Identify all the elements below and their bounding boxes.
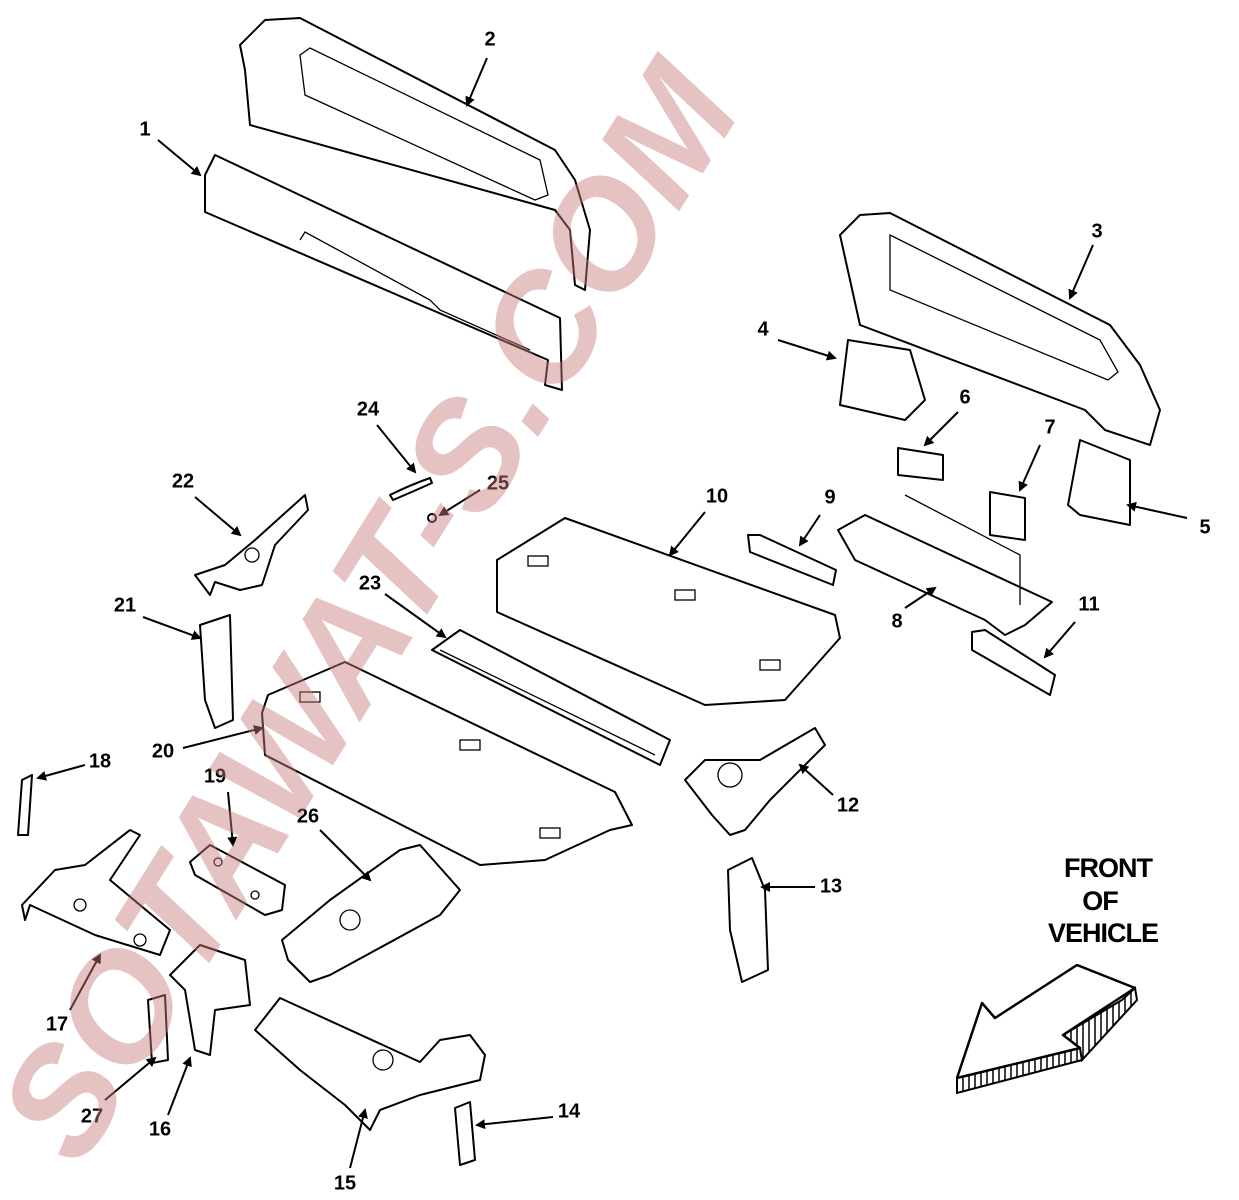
part-26-housing (281, 844, 461, 983)
part-2-side-panel (239, 17, 591, 291)
part-14-channel (454, 1101, 476, 1166)
part-15-sill (254, 997, 486, 1131)
callout-9: 9 (824, 486, 835, 508)
part-4-bracket (839, 339, 926, 421)
callout-13: 13 (820, 875, 842, 897)
callout-15: 15 (334, 1172, 356, 1194)
part-22-bracket (194, 494, 309, 596)
callout-6: 6 (959, 386, 970, 408)
front-direction-arrow-icon (955, 963, 1139, 1095)
callout-14: 14 (558, 1100, 581, 1122)
callout-23: 23 (359, 572, 381, 594)
callout-24: 24 (357, 398, 380, 420)
callout-2: 2 (484, 28, 495, 50)
callout-19: 19 (204, 765, 226, 787)
part-9-strip (747, 534, 837, 586)
part-6-pad (897, 447, 944, 481)
callout-22: 22 (172, 470, 194, 492)
callout-20: 20 (152, 740, 174, 762)
part-19-plate (189, 844, 286, 916)
callout-10: 10 (706, 485, 728, 507)
part-18-strip (17, 774, 33, 836)
callout-8: 8 (891, 610, 902, 632)
part-27-channel (147, 994, 169, 1064)
callout-18: 18 (89, 750, 111, 772)
part-25-clip (427, 513, 437, 523)
part-24-handle (389, 477, 433, 501)
leader-lines (36, 57, 1188, 1169)
callout-17: 17 (46, 1013, 68, 1035)
part-23-trim-strip (431, 629, 671, 766)
front-label-line2: OF (1082, 886, 1118, 916)
part-10-floor-panel (496, 517, 841, 706)
part-1-rear-panel (204, 154, 563, 391)
callout-26: 26 (297, 805, 319, 827)
part-16-bracket (169, 944, 251, 1056)
callout-4: 4 (757, 318, 769, 340)
front-label-line1: FRONT (1064, 853, 1153, 883)
callout-7: 7 (1044, 416, 1055, 438)
callout-25: 25 (487, 472, 509, 494)
part-7-pad (989, 491, 1026, 541)
front-label-line3: VEHICLE (1048, 918, 1158, 948)
part-12-bracket (684, 727, 826, 836)
callout-16: 16 (149, 1118, 171, 1140)
callout-27: 27 (81, 1105, 103, 1127)
part-3-side-panel (839, 212, 1161, 446)
callout-12: 12 (837, 794, 859, 816)
part-8-panel (837, 494, 1053, 636)
callout-5: 5 (1199, 516, 1210, 538)
callout-21: 21 (114, 594, 136, 616)
part-21-channel (199, 614, 234, 729)
part-5-bracket (1067, 439, 1131, 526)
part-11-strip (971, 629, 1056, 696)
callout-3: 3 (1091, 220, 1102, 242)
part-13-channel (727, 857, 769, 983)
callout-11: 11 (1078, 593, 1099, 615)
callout-1: 1 (139, 118, 150, 140)
part-17-bracket (21, 829, 171, 956)
part-20-floor-panel (261, 661, 633, 866)
